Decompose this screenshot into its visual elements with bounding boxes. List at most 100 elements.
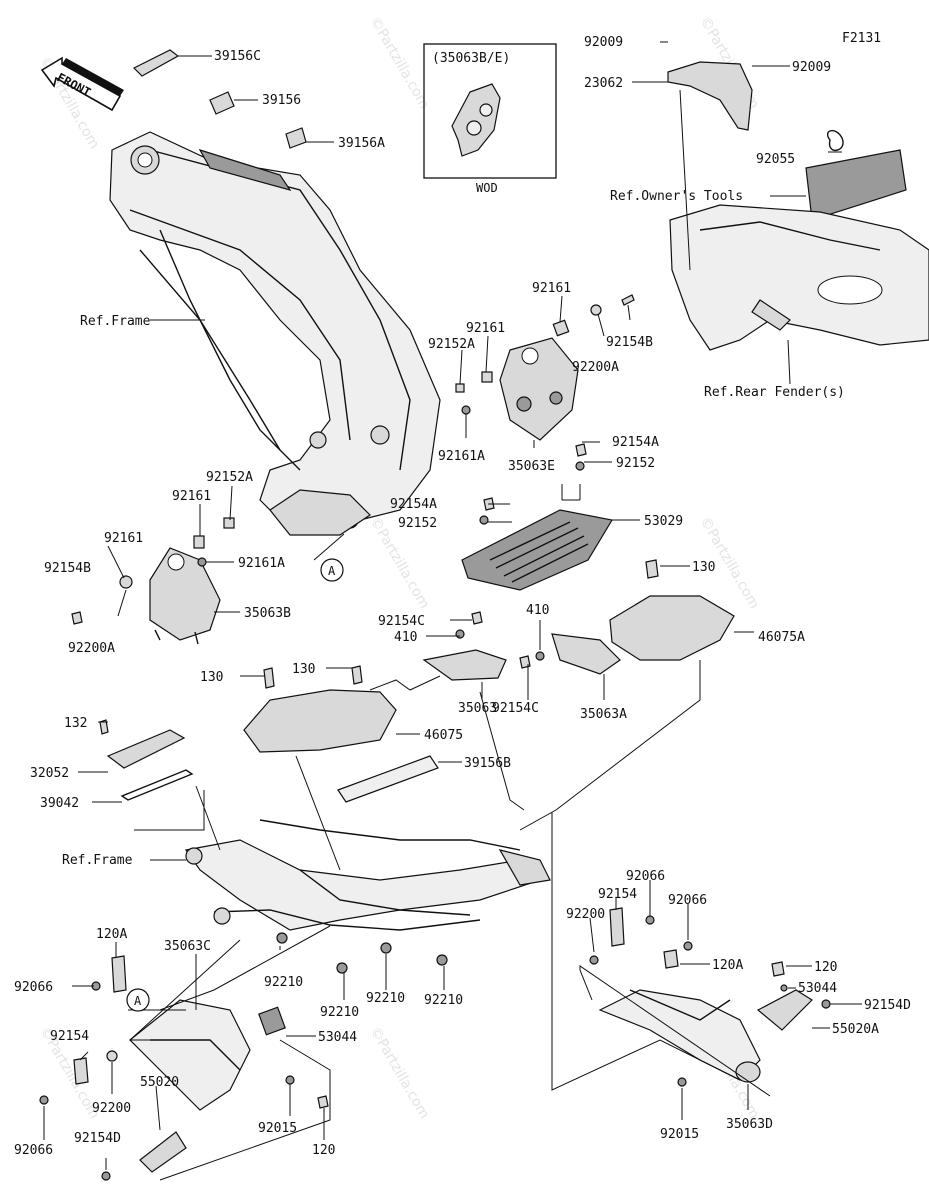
label-92055: 92055: [756, 152, 795, 167]
label-92154D-l: 92154D: [74, 1131, 121, 1146]
label-92161A-r: 92161A: [438, 449, 485, 464]
part-55020: [139, 1131, 187, 1173]
label-120A-l: 120A: [96, 927, 127, 942]
label-39156A: 39156A: [338, 136, 385, 151]
bracket-46075A: [609, 595, 735, 661]
label-92066-r2: 92066: [668, 893, 707, 908]
callout-labels: 39156C 39156 39156A Ref.Frame 92009 9200…: [14, 35, 911, 1158]
label-92210-b: 92210: [320, 1005, 359, 1020]
part-39156: [209, 91, 235, 115]
label-132: 132: [64, 716, 87, 731]
label-120A-r: 120A: [712, 958, 743, 973]
label-92210-c: 92210: [366, 991, 405, 1006]
marker-A-label: A: [328, 564, 336, 578]
label-55020A: 55020A: [832, 1022, 879, 1037]
label-35063A: 35063A: [580, 707, 627, 722]
marker-A-bottom: A: [126, 988, 150, 1012]
part-39156C: [132, 49, 180, 77]
label-92200-l: 92200: [92, 1101, 131, 1116]
leader-lines: [43, 41, 862, 1181]
marker-A-top: A: [320, 558, 344, 582]
label-92009-b: 92009: [792, 60, 831, 75]
inset-title: (35063B/E): [432, 51, 510, 66]
rear-fender-illustration: [667, 61, 929, 351]
label-35063C: 35063C: [164, 939, 211, 954]
label-92152-m: 92152: [398, 516, 437, 531]
label-ref-frame-bottom: Ref.Frame: [62, 853, 133, 868]
label-92161-r1: 92161: [532, 281, 571, 296]
inset-bracket-icon: [451, 83, 501, 157]
label-92154A-m: 92154A: [390, 497, 437, 512]
bracket-35063: [422, 649, 507, 681]
strip-39156B: [337, 755, 439, 803]
inset-caption: WOD: [476, 181, 498, 195]
main-frame-illustration: [109, 131, 441, 536]
bracket-35063D: [598, 989, 761, 1083]
marker-A-label: A: [134, 994, 142, 1008]
label-130-r: 130: [692, 560, 715, 575]
bracket-35063B: [149, 547, 221, 645]
label-92154D-r: 92154D: [864, 998, 911, 1013]
label-92015-l: 92015: [258, 1121, 297, 1136]
label-92200A-l: 92200A: [68, 641, 115, 656]
label-39156B: 39156B: [464, 756, 511, 771]
inset-box: (35063B/E) WOD: [423, 43, 557, 195]
label-92161-l2: 92161: [104, 531, 143, 546]
label-92066-l1: 92066: [14, 980, 53, 995]
label-92066-r1: 92066: [626, 869, 665, 884]
label-46075: 46075: [424, 728, 463, 743]
label-35063E: 35063E: [508, 459, 555, 474]
label-92066-l2: 92066: [14, 1143, 53, 1158]
label-92154-l: 92154: [50, 1029, 89, 1044]
bracket-35063E: [499, 337, 579, 441]
label-ref-owners-tools: Ref.Owner's Tools: [610, 189, 743, 204]
front-arrow-icon: FRONT: [40, 56, 124, 112]
figure-code: F2131: [842, 31, 881, 46]
footboard-53029: [461, 509, 613, 591]
label-92009-a: 92009: [584, 35, 623, 50]
label-410-b: 410: [526, 603, 549, 618]
label-92210-d: 92210: [424, 993, 463, 1008]
label-92152A-l: 92152A: [206, 470, 253, 485]
label-130-l1: 130: [200, 670, 223, 685]
label-92154-r: 92154: [598, 887, 637, 902]
label-ref-frame-top: Ref.Frame: [80, 314, 151, 329]
bracket-46075: [243, 689, 397, 753]
label-32052: 32052: [30, 766, 69, 781]
sub-frame-illustration: [184, 819, 551, 931]
label-92154B-l: 92154B: [44, 561, 91, 576]
watermark-text: ©Partzilla.com: [367, 1024, 433, 1122]
label-130-l2: 130: [292, 662, 315, 677]
label-23062: 23062: [584, 76, 623, 91]
label-92154A-r: 92154A: [612, 435, 659, 450]
label-120-l: 120: [312, 1143, 335, 1158]
part-39042: [120, 769, 194, 801]
label-35063: 35063: [458, 701, 497, 716]
label-35063D: 35063D: [726, 1117, 773, 1132]
part-32052: [106, 729, 186, 769]
label-92154C-a: 92154C: [378, 614, 425, 629]
label-92161A-l: 92161A: [238, 556, 285, 571]
label-53044-r: 53044: [798, 981, 837, 996]
watermark-text: ©Partzilla.com: [367, 14, 433, 112]
label-39042: 39042: [40, 796, 79, 811]
label-ref-rear-fender: Ref.Rear Fender(s): [704, 385, 845, 400]
label-410-a: 410: [394, 630, 417, 645]
label-92154C-b: 92154C: [492, 701, 539, 716]
part-39156A: [285, 127, 307, 149]
label-92152A-r: 92152A: [428, 337, 475, 352]
label-46075A: 46075A: [758, 630, 805, 645]
label-92015-r: 92015: [660, 1127, 699, 1142]
label-39156C: 39156C: [214, 49, 261, 64]
label-92200-r: 92200: [566, 907, 605, 922]
label-92161-l1: 92161: [172, 489, 211, 504]
label-120-r: 120: [814, 960, 837, 975]
label-55020: 55020: [140, 1075, 179, 1090]
label-92154B-r: 92154B: [606, 335, 653, 350]
bracket-35063A: [551, 633, 621, 675]
part-55020A: [756, 989, 813, 1031]
label-53044-l: 53044: [318, 1030, 357, 1045]
label-92210-a: 92210: [264, 975, 303, 990]
